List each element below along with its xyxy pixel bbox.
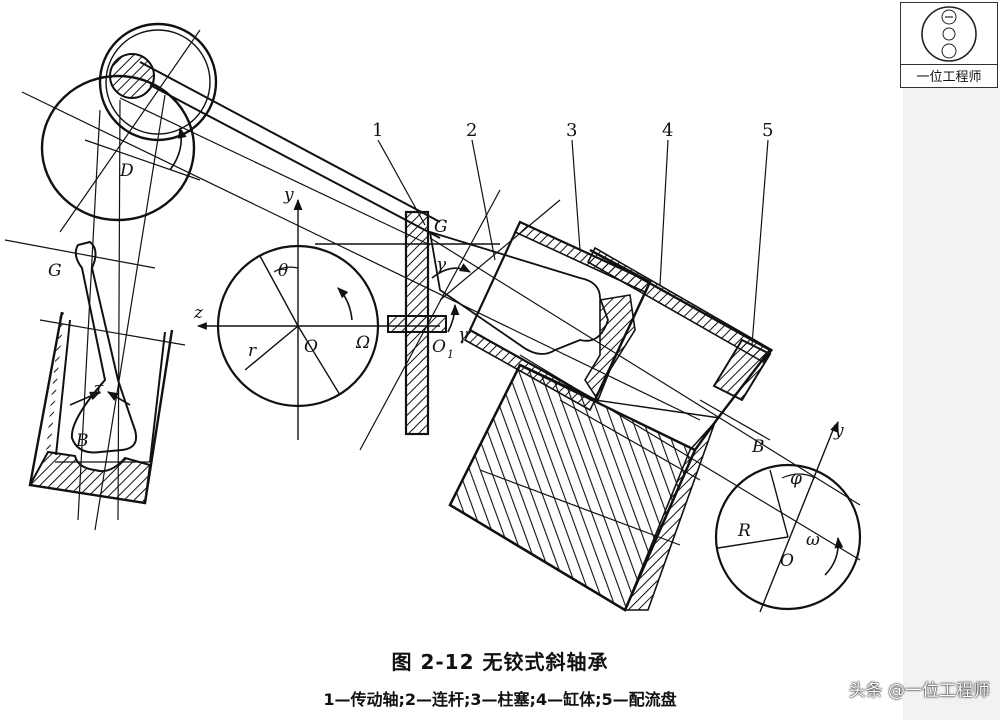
label-gamma-upper: γ bbox=[436, 255, 447, 275]
label-O-left: O bbox=[304, 337, 318, 357]
label-D: D bbox=[119, 161, 134, 181]
label-O1: O bbox=[432, 337, 446, 357]
crank-pin bbox=[109, 53, 155, 99]
part-number-5: 5 bbox=[762, 120, 773, 141]
label-r: r bbox=[248, 341, 257, 361]
figure-title: 图 2-12 无铰式斜轴承 bbox=[391, 650, 609, 674]
part-number-1: 1 bbox=[372, 120, 383, 141]
label-tau: τ bbox=[94, 379, 104, 399]
part-number-3: 3 bbox=[566, 120, 577, 141]
label-R: R bbox=[737, 521, 751, 541]
part-number-2: 2 bbox=[466, 120, 477, 141]
small-crank-circle-inner bbox=[105, 29, 211, 135]
label-y-left: y bbox=[283, 185, 294, 205]
label-O-right: O bbox=[780, 551, 794, 571]
label-O1-subscript: 1 bbox=[447, 348, 454, 361]
author-logo: 一位工程师 bbox=[900, 2, 998, 88]
connecting-rod-2 bbox=[428, 230, 609, 355]
label-Omega: Ω bbox=[355, 333, 370, 353]
part-number-4: 4 bbox=[662, 120, 673, 141]
watermark: 头条 @一位工程师 bbox=[848, 681, 990, 701]
label-B-left: B bbox=[75, 431, 89, 451]
label-G-left: G bbox=[48, 261, 62, 281]
port-plate-5 bbox=[712, 338, 772, 402]
logo-text: 一位工程师 bbox=[901, 64, 997, 85]
left-connecting-rod bbox=[70, 240, 138, 454]
label-z: z bbox=[193, 303, 204, 323]
label-phi: φ bbox=[790, 469, 802, 489]
label-B-right: B bbox=[751, 437, 765, 457]
right-circle bbox=[714, 463, 862, 611]
label-omega: ω bbox=[806, 530, 820, 550]
label-theta: θ bbox=[278, 261, 288, 281]
label-y-right: y bbox=[833, 421, 844, 441]
figure-legend: 1—传动轴;2—连杆;3—柱塞;4—缸体;5—配流盘 bbox=[323, 690, 677, 709]
label-G-mid: G bbox=[434, 217, 448, 237]
page-edge-strip bbox=[903, 88, 1000, 720]
label-gamma-lower: γ bbox=[458, 325, 469, 345]
logo-seal-icon bbox=[921, 6, 977, 62]
